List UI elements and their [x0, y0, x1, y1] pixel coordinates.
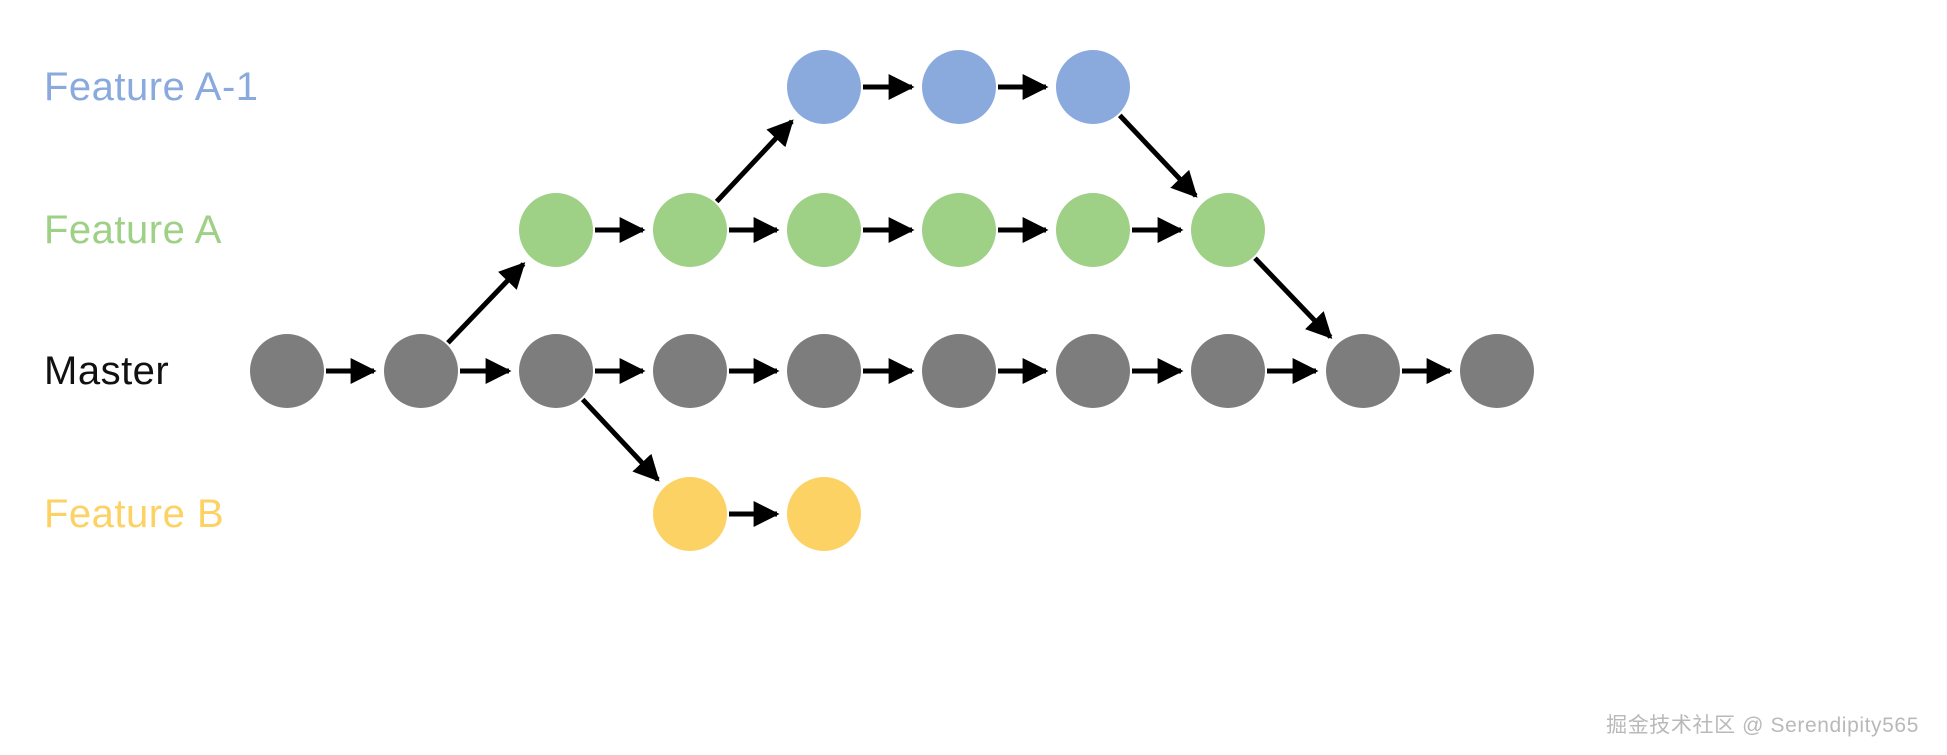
- edge-merge-a6-to-m9: [1253, 256, 1333, 339]
- watermark-text: 掘金技术社区 @ Serendipity565: [1606, 714, 1919, 737]
- lane-label-feature-a-1: Feature A-1: [44, 65, 259, 109]
- commit-node-a4[interactable]: [922, 193, 996, 267]
- edge-branch-m3-to-c1: [580, 397, 660, 482]
- commit-node-b1[interactable]: [787, 50, 861, 124]
- commit-node-m10[interactable]: [1460, 334, 1534, 408]
- commit-node-m7[interactable]: [1056, 334, 1130, 408]
- commit-node-b3[interactable]: [1056, 50, 1130, 124]
- lane-label-master: Master: [44, 349, 170, 393]
- commit-node-m9[interactable]: [1326, 334, 1400, 408]
- edge-branch-m2-to-a1: [446, 262, 526, 345]
- commit-node-m8[interactable]: [1191, 334, 1265, 408]
- commit-node-m2[interactable]: [384, 334, 458, 408]
- commit-node-b2[interactable]: [922, 50, 996, 124]
- commit-node-a3[interactable]: [787, 193, 861, 267]
- commit-node-a2[interactable]: [653, 193, 727, 267]
- lane-label-feature-b: Feature B: [44, 492, 225, 536]
- commit-node-m3[interactable]: [519, 334, 593, 408]
- commit-node-m6[interactable]: [922, 334, 996, 408]
- commit-node-a6[interactable]: [1191, 193, 1265, 267]
- commit-node-c1[interactable]: [653, 477, 727, 551]
- edge-merge-b3-to-a6: [1117, 113, 1198, 198]
- commit-node-m1[interactable]: [250, 334, 324, 408]
- node-layer: [250, 50, 1534, 551]
- commit-node-a1[interactable]: [519, 193, 593, 267]
- commit-node-m4[interactable]: [653, 334, 727, 408]
- edge-layer: [326, 74, 1453, 527]
- commit-node-c2[interactable]: [787, 477, 861, 551]
- edge-branch-a2-to-b1: [714, 119, 794, 204]
- lane-label-feature-a: Feature A: [44, 208, 222, 252]
- commit-node-m5[interactable]: [787, 334, 861, 408]
- commit-node-a5[interactable]: [1056, 193, 1130, 267]
